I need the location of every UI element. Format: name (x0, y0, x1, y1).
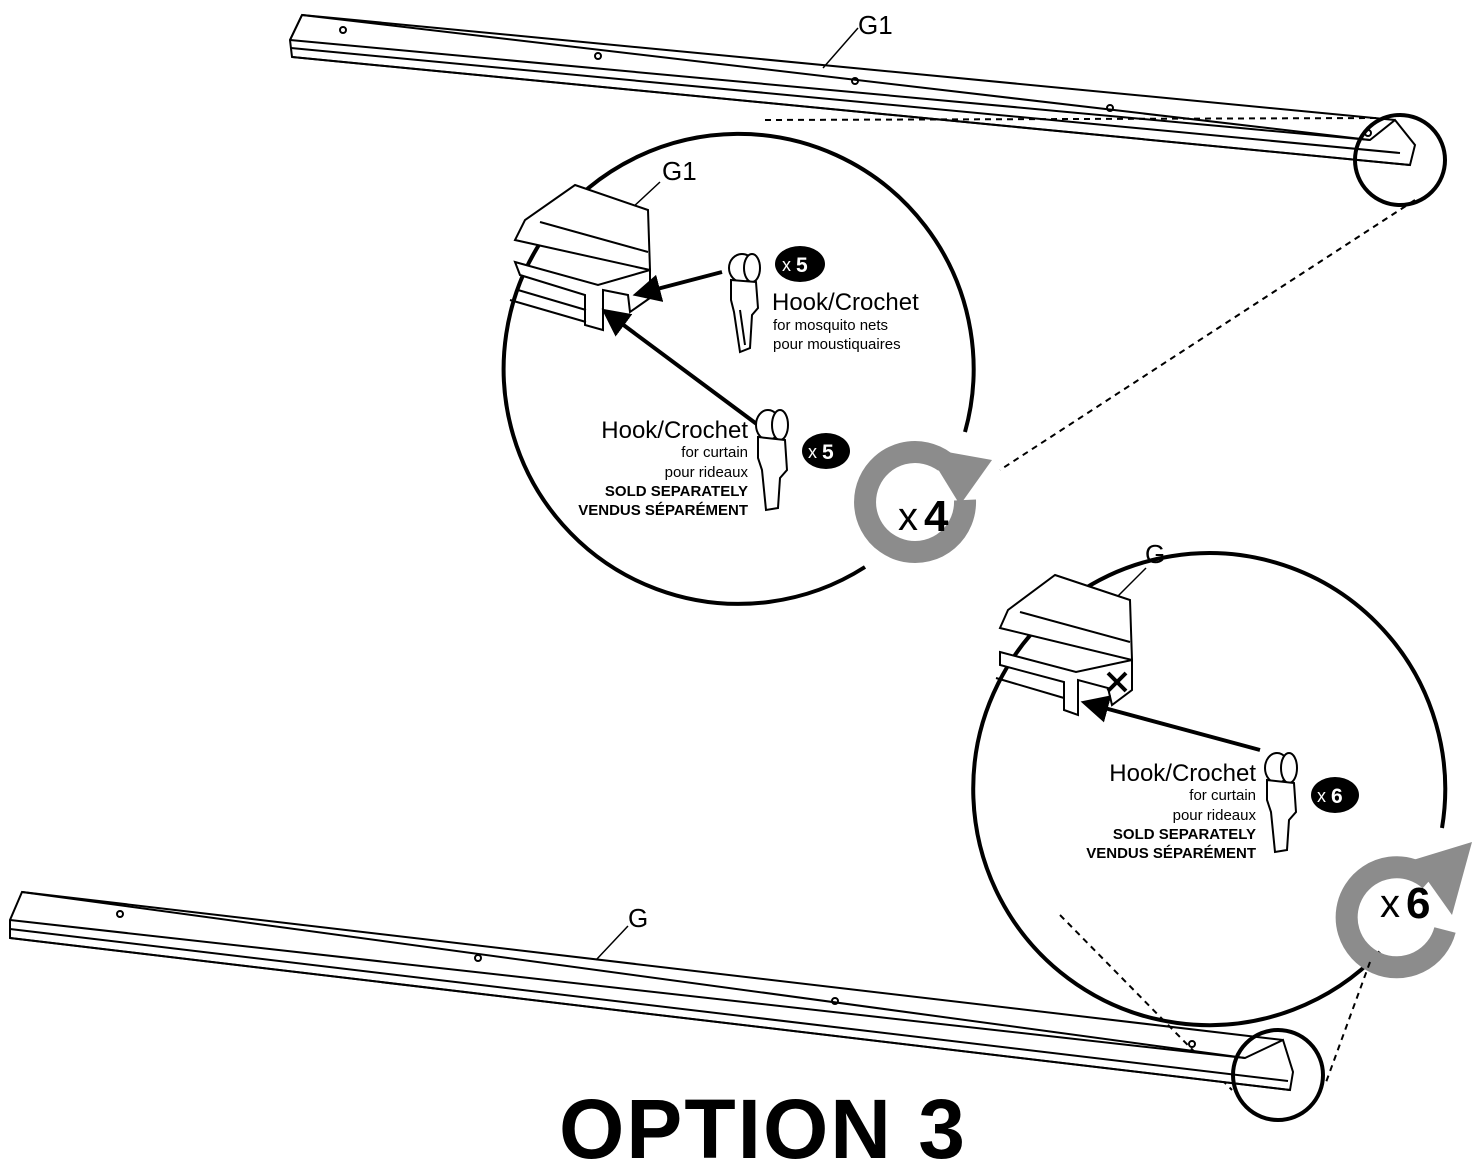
option-title: OPTION 3 (559, 1082, 967, 1165)
callout-lines-bottom (1059, 914, 1371, 1091)
hook-net-line1: for mosquito nets (773, 317, 888, 334)
hook-curtain-top-line3: SOLD SEPARATELY (605, 483, 748, 500)
badge-curtain-top-value: 5 (822, 441, 834, 464)
badge-net-count: x 5 (775, 246, 825, 282)
hook-curtain-icon-bottom (1264, 752, 1298, 854)
badge-net-prefix: x (782, 255, 791, 275)
badge-curtain-count-bottom: x 6 (1311, 777, 1359, 813)
detail-circle-bottom: G x 6 Hook/Crochet for curtain pour ride… (971, 539, 1472, 1028)
badge-curtain-bottom-value: 6 (1331, 785, 1343, 808)
repeat-top-prefix: x (898, 495, 918, 539)
rotate-arrow-icon-top: x 4 (854, 441, 992, 564)
rail-g1 (288, 13, 1417, 167)
callout-lines-top (764, 117, 1416, 471)
hook-curtain-top-title: Hook/Crochet (601, 417, 748, 444)
g1-leader: G1 (822, 10, 893, 69)
rail-top-label: G1 (858, 10, 893, 40)
repeat-top-value: 4 (924, 492, 949, 541)
zoom-circle-top-small (1353, 113, 1447, 207)
hook-curtain-bottom-line4: VENDUS SÉPARÉMENT (1086, 845, 1256, 862)
rotate-arrow-icon-bottom: x 6 (1335, 842, 1472, 979)
hook-curtain-icon-top (755, 409, 789, 512)
hook-curtain-top-line2: pour rideaux (665, 464, 749, 481)
hook-curtain-bottom-line2: pour rideaux (1173, 807, 1257, 824)
badge-net-value: 5 (796, 254, 808, 277)
g-leader: G (595, 903, 648, 961)
hook-curtain-bottom-line3: SOLD SEPARATELY (1113, 826, 1256, 843)
detail-circle-top: G1 x 5 Hook/Crochet for mosquito nets po… (501, 131, 992, 606)
detail-top-rail-label: G1 (662, 156, 697, 186)
badge-curtain-bottom-prefix: x (1317, 786, 1326, 806)
badge-curtain-count-top: x 5 (802, 433, 850, 469)
rail-g (9, 890, 1295, 1092)
hook-curtain-bottom-line1: for curtain (1189, 787, 1256, 804)
rail-bottom-label: G (628, 903, 648, 933)
repeat-bottom-value: 6 (1406, 879, 1430, 928)
badge-curtain-top-prefix: x (808, 442, 817, 462)
detail-bottom-rail-label: G (1145, 539, 1165, 569)
hook-net-line2: pour moustiquaires (773, 336, 901, 353)
hook-curtain-top-line4: VENDUS SÉPARÉMENT (578, 502, 748, 519)
no-entry-mark (1106, 671, 1128, 693)
repeat-bottom-prefix: x (1380, 882, 1400, 926)
hook-curtain-bottom-title: Hook/Crochet (1109, 760, 1256, 787)
zoom-circle-bottom-small (1231, 1028, 1325, 1122)
hook-net-icon (728, 253, 761, 354)
hook-curtain-top-line1: for curtain (681, 444, 748, 461)
hook-net-title: Hook/Crochet (772, 289, 919, 316)
